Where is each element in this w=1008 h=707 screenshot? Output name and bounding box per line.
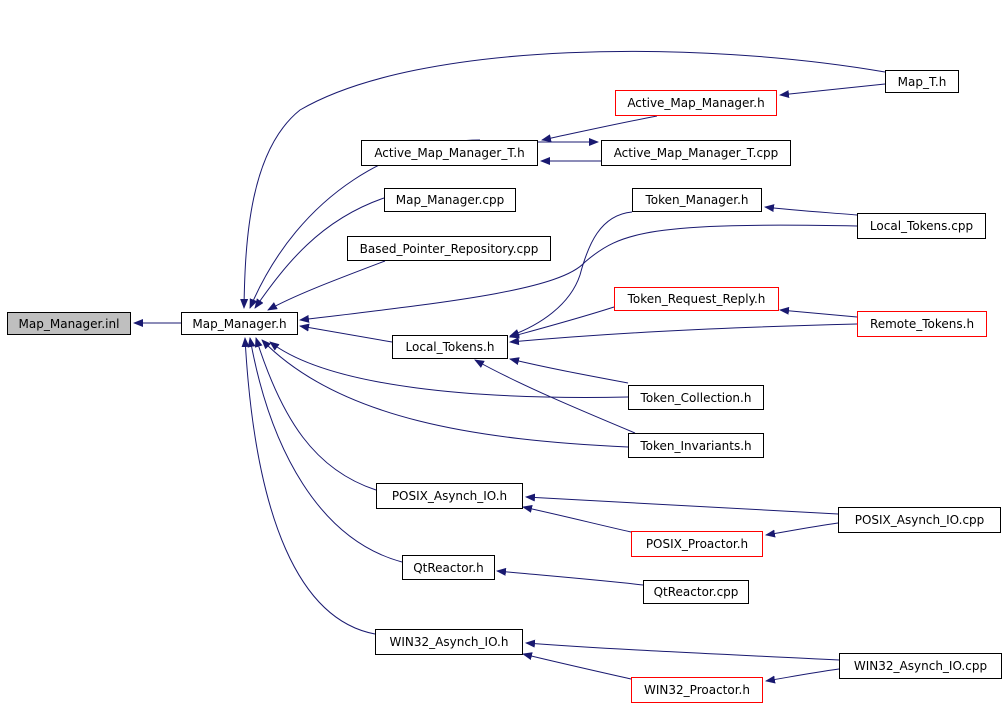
node-win32-asynch-io-h[interactable]: WIN32_Asynch_IO.h: [375, 629, 523, 655]
node-token-manager-h[interactable]: Token_Manager.h: [632, 188, 762, 212]
node-active-map-manager-t-h[interactable]: Active_Map_Manager_T.h: [361, 140, 538, 166]
node-map-manager-cpp[interactable]: Map_Manager.cpp: [384, 188, 516, 212]
edge-token-collection-h-to-map-manager-h: [269, 341, 629, 398]
edge-win32-asynch-io-h-to-map-manager-h: [241, 337, 376, 635]
edge-remote-tokens-h-to-local-tokens-h: [509, 323, 858, 346]
edge-qtreactor-cpp-to-qtreactor-h: [496, 567, 644, 586]
edge-local-tokens-cpp-to-token-manager-h: [764, 204, 858, 216]
edge-token-collection-h-to-local-tokens-h: [509, 357, 629, 384]
edge-token-request-reply-h-to-local-tokens-h: [509, 306, 615, 339]
node-win32-asynch-io-cpp[interactable]: WIN32_Asynch_IO.cpp: [839, 653, 1002, 679]
edge-win32-proactor-h-to-win32-asynch-io-h: [522, 652, 632, 680]
edge-win32-asynch-io-cpp-to-win32-proactor-h: [765, 668, 840, 684]
node-based-pointer-repository-cpp[interactable]: Based_Pointer_Repository.cpp: [347, 236, 551, 261]
edge-map-t-h-to-active-map-manager-h: [779, 83, 886, 99]
node-map-manager-inl: Map_Manager.inl: [7, 312, 131, 335]
edge-token-manager-h-to-local-tokens-h: [509, 211, 633, 337]
node-local-tokens-h[interactable]: Local_Tokens.h: [392, 335, 508, 359]
edge-active-map-manager-h-to-active-map-manager-t-h: [541, 115, 658, 143]
edge-posix-asynch-io-cpp-to-posix-proactor-h: [765, 522, 839, 538]
node-map-manager-h[interactable]: Map_Manager.h: [181, 312, 298, 335]
edge-token-invariants-h-to-local-tokens-h: [474, 359, 636, 434]
edge-local-tokens-cpp-to-map-manager-h: [299, 224, 858, 323]
edge-posix-asynch-io-h-to-map-manager-h: [254, 337, 377, 491]
node-posix-asynch-io-h[interactable]: POSIX_Asynch_IO.h: [376, 483, 523, 509]
node-token-invariants-h[interactable]: Token_Invariants.h: [628, 433, 764, 458]
edge-local-tokens-h-to-map-manager-h: [299, 323, 393, 343]
node-win32-proactor-h[interactable]: WIN32_Proactor.h: [631, 677, 763, 703]
node-token-collection-h[interactable]: Token_Collection.h: [628, 385, 764, 410]
edge-map-manager-cpp-to-map-manager-h: [254, 197, 385, 309]
edge-win32-asynch-io-cpp-to-win32-asynch-io-h: [525, 639, 840, 661]
node-token-request-reply-h[interactable]: Token_Request_Reply.h: [614, 287, 779, 311]
node-active-map-manager-h[interactable]: Active_Map_Manager.h: [615, 90, 777, 116]
node-posix-proactor-h[interactable]: POSIX_Proactor.h: [631, 531, 763, 557]
edge-token-invariants-h-to-map-manager-h: [261, 339, 629, 448]
node-local-tokens-cpp[interactable]: Local_Tokens.cpp: [857, 213, 986, 239]
edge-posix-asynch-io-cpp-to-posix-asynch-io-h: [525, 493, 839, 515]
node-qtreactor-cpp[interactable]: QtReactor.cpp: [643, 580, 749, 604]
node-qtreactor-h[interactable]: QtReactor.h: [402, 555, 495, 580]
node-map-t-h[interactable]: Map_T.h: [885, 70, 959, 93]
node-remote-tokens-h[interactable]: Remote_Tokens.h: [857, 311, 987, 337]
edge-based-pointer-repository-cpp-to-map-manager-h: [267, 260, 386, 311]
dependency-edges: [133, 50, 886, 684]
edge-remote-tokens-h-to-token-request-reply-h: [779, 306, 858, 318]
node-active-map-manager-t-cpp[interactable]: Active_Map_Manager_T.cpp: [601, 140, 791, 166]
node-posix-asynch-io-cpp[interactable]: POSIX_Asynch_IO.cpp: [838, 507, 1001, 533]
edge-qtreactor-h-to-map-manager-h: [247, 337, 403, 563]
edge-map-t-h-to-map-manager-h: [240, 50, 886, 309]
edge-posix-proactor-h-to-posix-asynch-io-h: [522, 504, 632, 533]
